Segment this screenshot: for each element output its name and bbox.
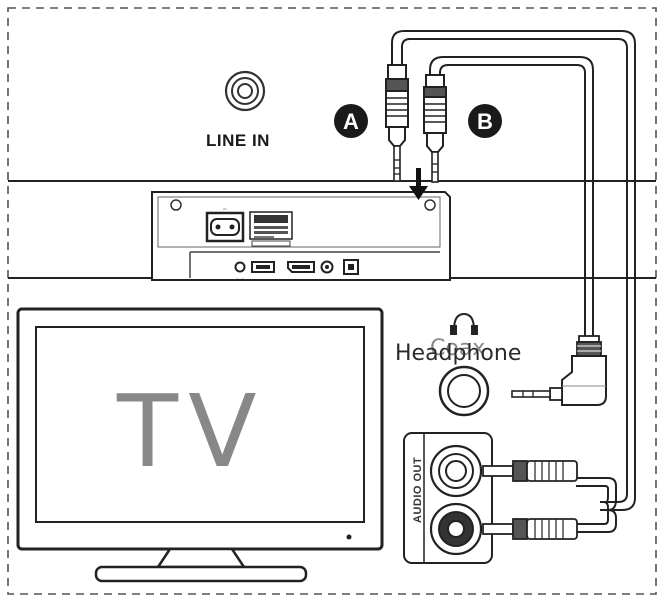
svg-text:— —: — — [236,276,245,280]
line-in-label: LINE IN [206,131,270,150]
headphone-label: Headphone [395,341,522,366]
line-in-jack-icon [224,70,266,112]
plug-b [423,74,447,183]
rca-jack-icon [429,444,483,498]
stereo-cable [391,30,636,533]
rca-jack-icon [429,502,483,556]
svg-text:~: ~ [222,206,227,213]
label-a-circle [334,104,368,138]
coaxial-label: Coax [430,336,486,361]
plug-a-label: A [343,109,359,134]
rca-plug-upper [482,460,578,482]
headphone-icon [450,312,478,335]
rca-plug-lower [482,518,578,540]
tv-icon [16,307,384,583]
audio-out-panel [403,432,493,564]
audio-out-label: AUDIO OUT [412,456,424,523]
dashed-frame [7,7,657,595]
plug-b-label: B [477,109,493,134]
rear-panel: ~ — — [151,191,451,281]
mini-jack-plug-icon [511,335,607,406]
plug-a [385,64,409,182]
tv-label: TV [117,373,267,490]
arrow-down-icon [409,168,428,200]
headphone-jack [438,365,490,417]
label-b-circle [468,104,502,138]
